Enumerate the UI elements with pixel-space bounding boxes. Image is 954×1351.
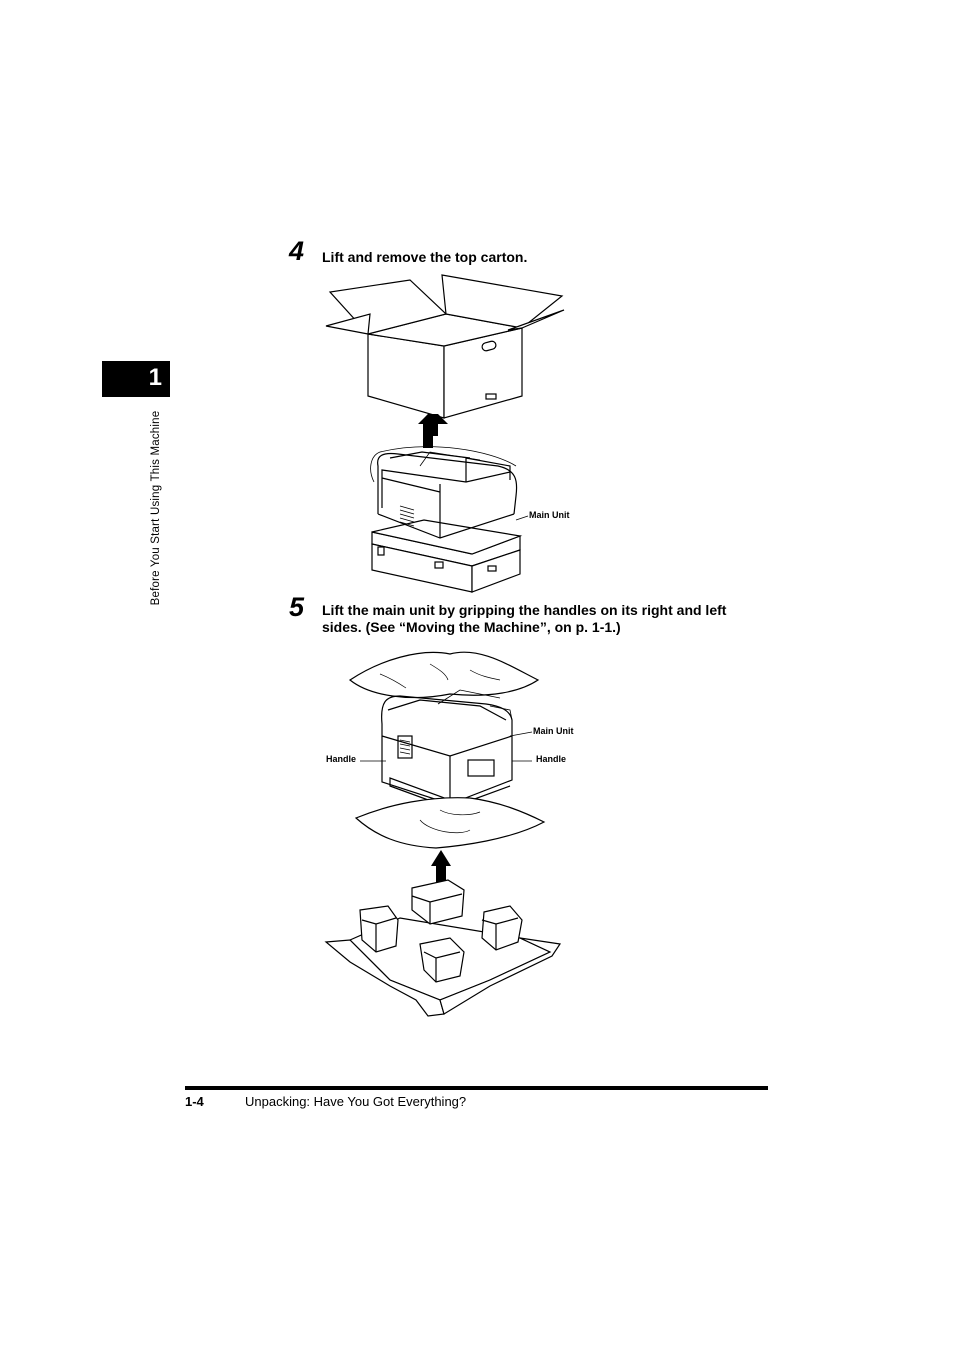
figure-remove-top-carton: Main Unit: [325, 274, 570, 593]
main-unit-illustration: [370, 446, 523, 593]
chapter-side-title: Before You Start Using This Machine: [150, 410, 162, 606]
fig2-callout-handle-right: Handle: [536, 754, 566, 764]
footer-rule: [185, 1086, 768, 1090]
figure-lift-main-unit: Main Unit Handle Handle: [324, 651, 574, 1017]
foam-piece: [481, 905, 523, 951]
packing-base-illustration: [324, 879, 562, 1017]
fig2-callout-handle-left: Handle: [326, 754, 356, 764]
step-5-text-line2: sides. (See “Moving the Machine”, on p. …: [322, 619, 621, 635]
step-5-number: 5: [289, 592, 305, 622]
plastic-sheet-top: [348, 651, 540, 699]
page-number: 1-4: [185, 1094, 204, 1109]
chapter-number: 1: [148, 364, 162, 391]
top-carton-illustration: [325, 274, 565, 419]
foam-piece: [411, 879, 465, 925]
foam-piece: [419, 937, 465, 983]
fig1-callout-main-unit: Main Unit: [529, 510, 570, 520]
plastic-sheet-bottom: [354, 797, 546, 849]
step-4-number: 4: [289, 236, 305, 266]
footer-section-title: Unpacking: Have You Got Everything?: [245, 1094, 467, 1109]
fig2-callout-main-unit: Main Unit: [533, 726, 574, 736]
step-4-text: Lift and remove the top carton.: [322, 249, 528, 265]
chapter-tab: 1: [102, 361, 170, 397]
main-unit-illustration-2: [381, 689, 513, 809]
foam-piece: [359, 905, 399, 953]
step-5-text-line1: Lift the main unit by gripping the handl…: [322, 602, 727, 618]
